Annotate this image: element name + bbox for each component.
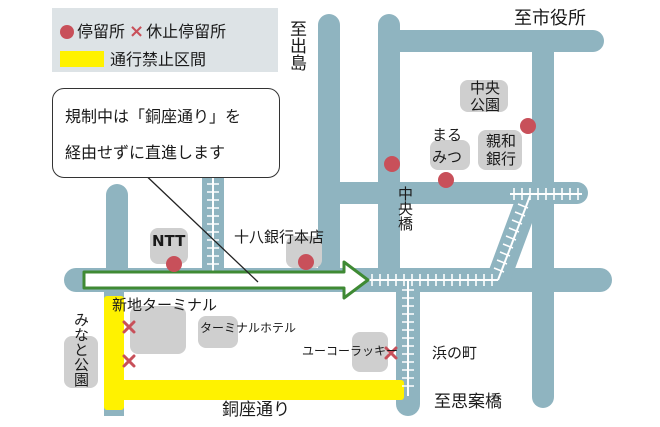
label-shinchi-terminal: 新地ターミナル bbox=[112, 296, 218, 314]
stop-marker-ntt bbox=[166, 256, 182, 272]
tram-tracks bbox=[207, 170, 582, 396]
notice-line-1: 規制中は「銅座通り」を bbox=[65, 107, 242, 126]
building-shinwa bbox=[478, 130, 522, 170]
track-main-ties bbox=[371, 274, 493, 286]
label-terminal-hotel: ターミナルホテル bbox=[200, 321, 297, 335]
building-ntt bbox=[150, 228, 188, 264]
legend-row-closed: 通行禁止区間 bbox=[60, 46, 206, 70]
suspended-stop-icon: × bbox=[129, 21, 145, 42]
building-shinchi bbox=[130, 306, 186, 354]
map-legend: 停留所×休止停留所 通行禁止区間 bbox=[52, 8, 278, 72]
label-dozadori: 銅座通り bbox=[222, 400, 290, 420]
label-marumitsu-1: まる bbox=[432, 126, 463, 144]
closed-section-icon bbox=[60, 51, 104, 67]
label-chuo-koen: 中央公園 bbox=[469, 79, 500, 114]
road-ntt bbox=[106, 184, 128, 280]
track-diagonal-rail bbox=[497, 195, 531, 281]
label-yuko-lucky: ユーコーラッキー bbox=[302, 344, 399, 358]
road-north-right bbox=[378, 14, 400, 284]
stop-marker-juhachi bbox=[298, 254, 314, 270]
legend-stop-label: 停留所 bbox=[77, 22, 126, 41]
label-juhachi-ginko: 十八銀行本店 bbox=[234, 228, 325, 246]
building-chuo-koen bbox=[460, 80, 508, 112]
building-marumitsu bbox=[430, 140, 470, 170]
label-to-shiyakusho: 至市役所 bbox=[514, 8, 586, 29]
building-minato-koen bbox=[64, 336, 98, 388]
stop-marker-chuo-bashi bbox=[384, 156, 400, 172]
stop-icon bbox=[60, 25, 74, 39]
closed-section-horizontal bbox=[104, 380, 404, 400]
road-top-horizontal bbox=[384, 30, 604, 52]
legend-row-stops: 停留所×休止停留所 bbox=[60, 18, 226, 42]
label-chuo-bashi: 中央橋 bbox=[396, 186, 414, 231]
building-yuko-lucky bbox=[352, 332, 388, 372]
label-minato-koen: みなと公園 bbox=[72, 312, 90, 387]
stop-marker-marumitsu bbox=[438, 172, 454, 188]
road-east bbox=[532, 38, 554, 408]
closed-section bbox=[104, 296, 404, 410]
suspended-stop-marker-1 bbox=[122, 320, 136, 334]
buildings bbox=[64, 80, 522, 388]
track-diagonal-ties bbox=[493, 203, 529, 273]
callout-pointer bbox=[137, 167, 259, 283]
road-north-left bbox=[318, 14, 340, 284]
label-to-dejima: 至出島 bbox=[286, 20, 306, 71]
stops bbox=[166, 118, 536, 272]
suspended-stop-marker-3 bbox=[384, 346, 398, 360]
label-to-shianbashi: 至思案橋 bbox=[434, 392, 502, 412]
label-ntt: NTT bbox=[152, 232, 186, 250]
track-east-ties bbox=[513, 188, 579, 200]
legend-closed-section-label: 通行禁止区間 bbox=[110, 50, 207, 69]
building-terminal-hotel bbox=[198, 316, 238, 348]
notice-line-2: 経由せずに直進します bbox=[65, 143, 226, 162]
notice-callout: 規制中は「銅座通り」を 経由せずに直進します bbox=[52, 88, 280, 178]
detour-arrow bbox=[82, 260, 370, 300]
stop-marker-chuo-koen bbox=[520, 118, 536, 134]
suspended-stops bbox=[122, 320, 398, 368]
legend-suspended-stop-label: 休止停留所 bbox=[146, 22, 227, 41]
label-marumitsu-2: みつ bbox=[432, 148, 463, 166]
suspended-stop-marker-2 bbox=[122, 354, 136, 368]
track-south-ties bbox=[402, 289, 414, 387]
label-hamanomachi: 浜の町 bbox=[432, 344, 478, 362]
label-shinwa-ginko: 親和銀行 bbox=[485, 132, 516, 168]
